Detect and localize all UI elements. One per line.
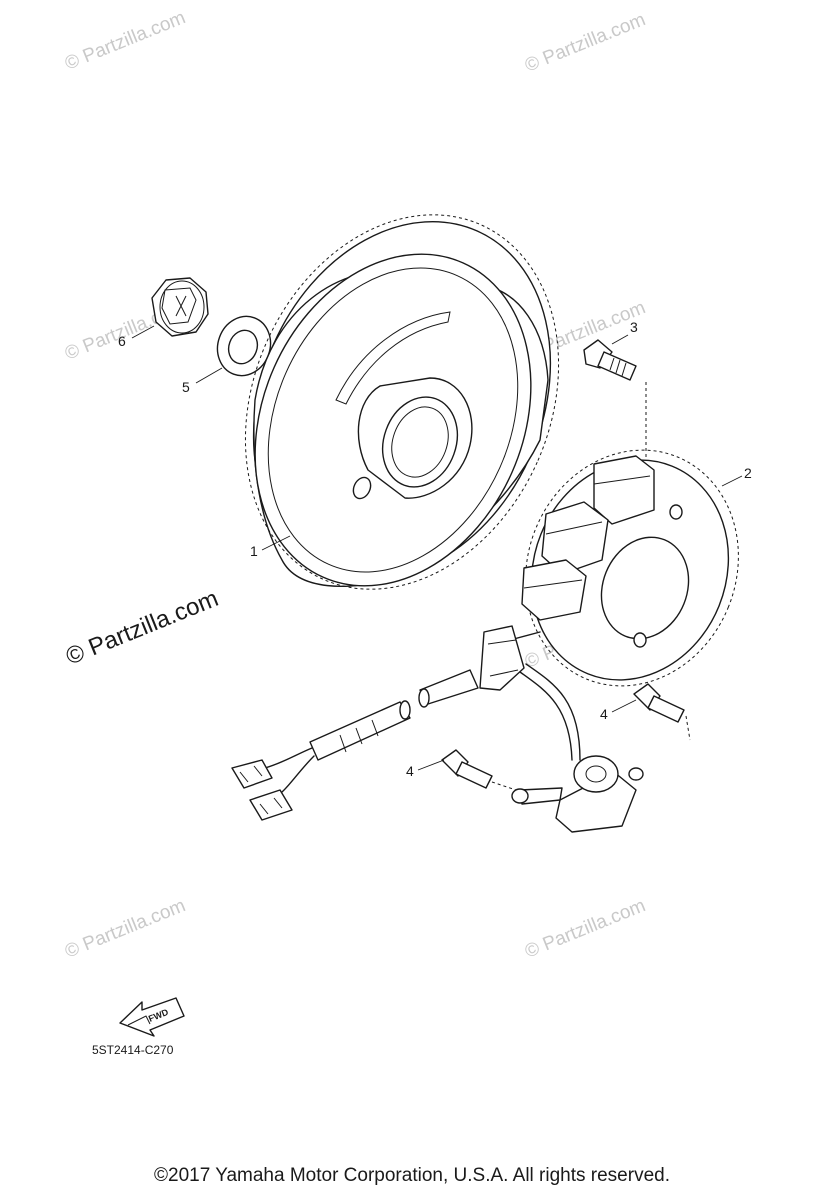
pickup-coil-part — [511, 755, 644, 833]
fwd-arrow-icon: FWD — [119, 997, 185, 1037]
callout-5: 5 — [182, 379, 190, 395]
leader-lines — [131, 325, 743, 771]
watermark: © Partzilla.com — [522, 9, 649, 76]
stator-bolt-part — [583, 339, 647, 470]
copyright-notice: ©2017 Yamaha Motor Corporation, U.S.A. A… — [154, 1165, 670, 1186]
wiring-harness — [231, 625, 581, 821]
pickup-bolt-part — [441, 683, 691, 791]
nut-part — [151, 277, 209, 337]
callout-2: 2 — [744, 465, 752, 481]
callout-4: 4 — [406, 763, 414, 779]
watermark: © Partzilla.com — [62, 7, 189, 74]
callout-1: 1 — [250, 543, 258, 559]
watermark-large: © Partzilla.com — [62, 585, 222, 671]
callout-4: 4 — [600, 706, 608, 722]
diagram-code: 5ST2414-C270 — [92, 1043, 174, 1057]
callout-3: 3 — [630, 319, 638, 335]
callouts: 1 2 3 4 4 5 6 — [118, 319, 752, 779]
watermark: © Partzilla.com — [522, 895, 649, 962]
callout-6: 6 — [118, 333, 126, 349]
watermark: © Partzilla.com — [62, 895, 189, 962]
stator-part — [521, 449, 739, 687]
flywheel-part — [244, 214, 560, 590]
